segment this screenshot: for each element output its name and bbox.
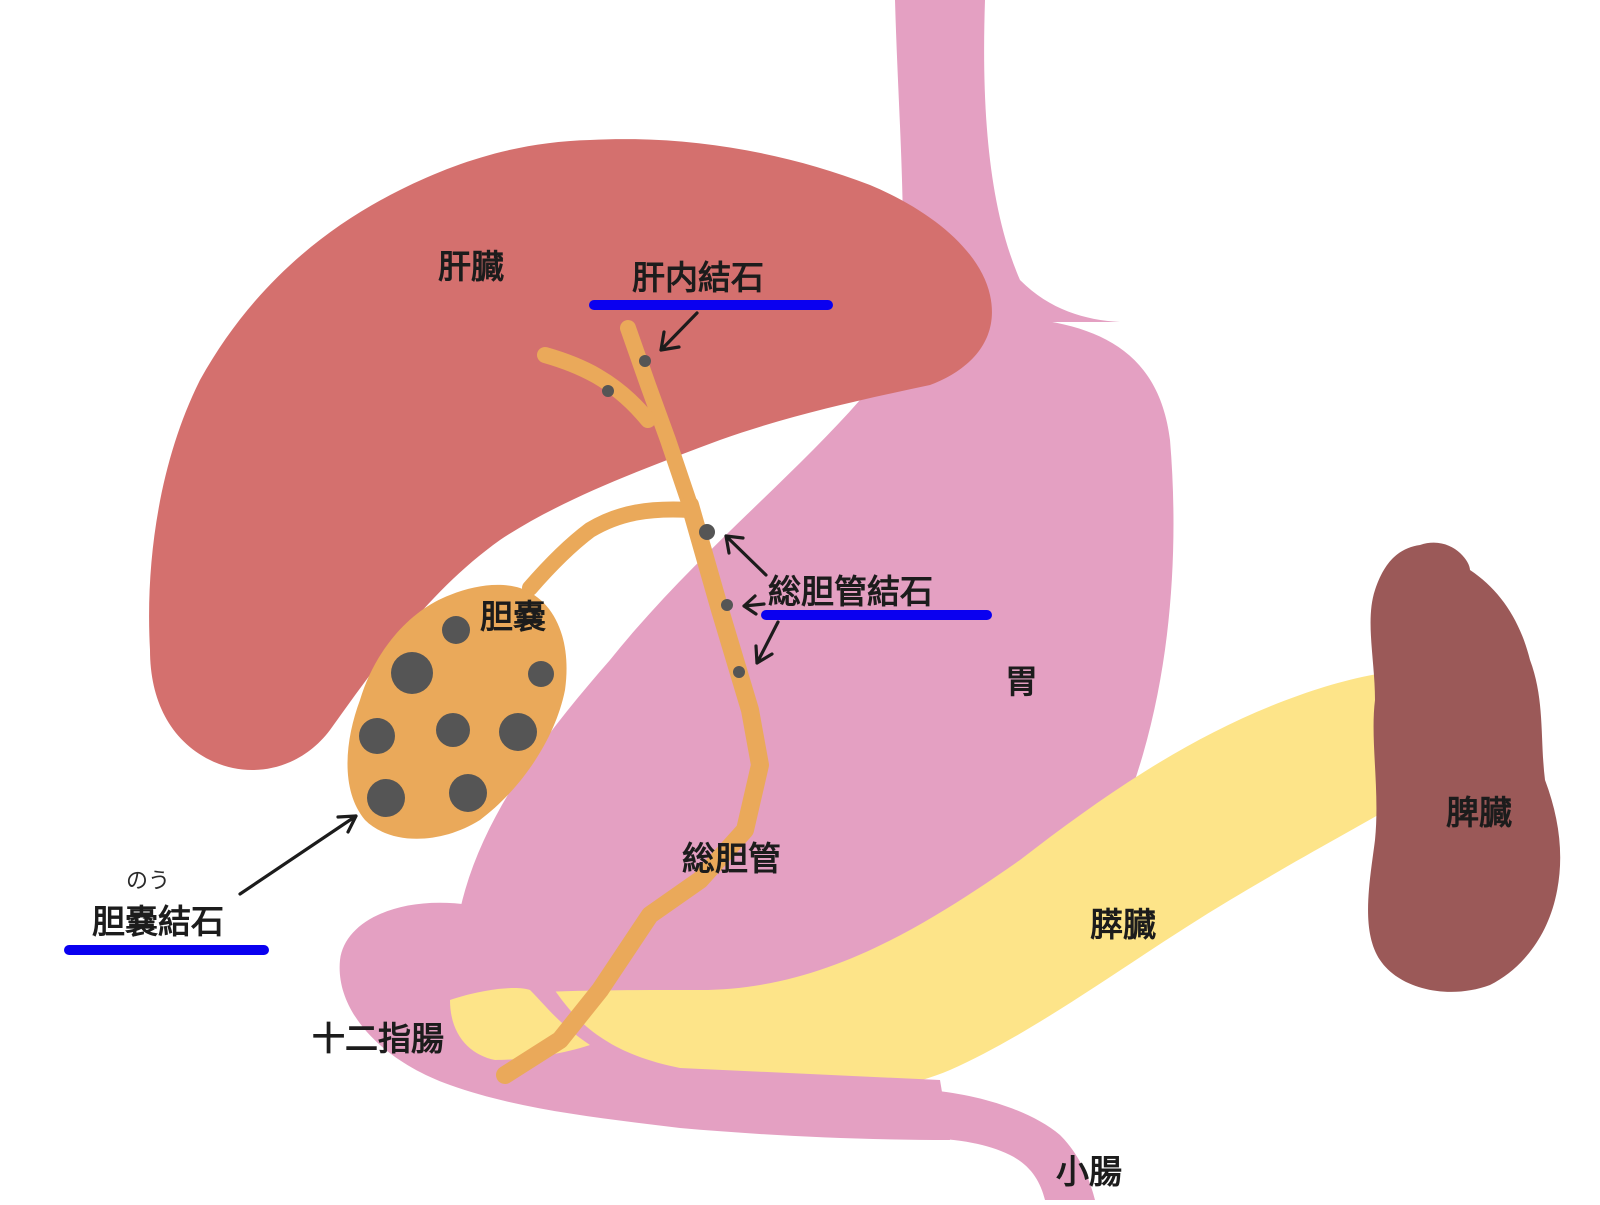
left-hepatic-duct xyxy=(620,320,698,513)
common-bile-duct-stone-arrow xyxy=(724,534,768,577)
gallbladder-stone xyxy=(442,616,470,644)
emphasis-underlines xyxy=(64,300,992,955)
stomach-shape xyxy=(460,215,1174,1057)
gallbladder-shape xyxy=(347,584,567,839)
gallbladder-stone xyxy=(528,661,554,687)
intrahepatic-stone-dot xyxy=(602,385,614,397)
gallbladder-stone xyxy=(391,652,433,694)
right-hepatic-duct xyxy=(537,347,656,428)
gallbladder-stone xyxy=(449,774,487,812)
gallbladder-stone xyxy=(359,718,395,754)
spleen-shape xyxy=(1368,542,1561,992)
common-bile-duct-shape xyxy=(496,496,769,1084)
common-bile-duct-stone-label: 総胆管結石 xyxy=(768,572,933,611)
duodenum-label: 十二指腸 xyxy=(312,1019,444,1058)
liver-shape xyxy=(149,139,992,770)
spleen-label: 脾臓 xyxy=(1446,793,1512,832)
common-bile-duct-stone-dot xyxy=(699,524,715,540)
pointer-arrows xyxy=(238,311,780,896)
gallbladder-stone-reading: のう xyxy=(126,869,171,894)
gallbladder-label: 胆嚢 xyxy=(480,597,546,636)
duodenum-shape xyxy=(339,902,950,1140)
common-bile-duct-label: 総胆管 xyxy=(682,839,781,878)
pancreas-shape xyxy=(443,669,1497,1098)
gallbladder-stone-label: 胆嚢結石 xyxy=(92,902,224,941)
stomach-label: 胃 xyxy=(1005,662,1038,701)
cystic-duct xyxy=(522,501,698,596)
liver-label: 肝臓 xyxy=(438,247,504,286)
bile-ducts xyxy=(496,320,769,1084)
common-bile-duct-stone-arrow xyxy=(754,620,780,665)
intrahepatic-stone-dot xyxy=(639,355,651,367)
common-bile-duct-stone-arrow xyxy=(742,594,766,616)
small-intestine-shape xyxy=(930,1090,1095,1200)
intrahepatic-stone-arrow xyxy=(659,311,699,352)
duct-stones xyxy=(602,355,745,678)
intrahepatic-stone-label: 肝内結石 xyxy=(632,258,764,297)
common-bile-duct-stone-dot xyxy=(721,599,733,611)
pancreas-label: 膵臓 xyxy=(1090,905,1156,944)
gallbladder-stone xyxy=(367,779,405,817)
small-intestine-label: 小腸 xyxy=(1056,1152,1122,1191)
gallbladder-stone xyxy=(499,713,537,751)
common-bile-duct-stone-dot xyxy=(733,666,745,678)
gallbladder-stones xyxy=(359,616,554,817)
gallbladder-stone-arrow xyxy=(238,814,358,896)
gallbladder-stone xyxy=(436,713,470,747)
